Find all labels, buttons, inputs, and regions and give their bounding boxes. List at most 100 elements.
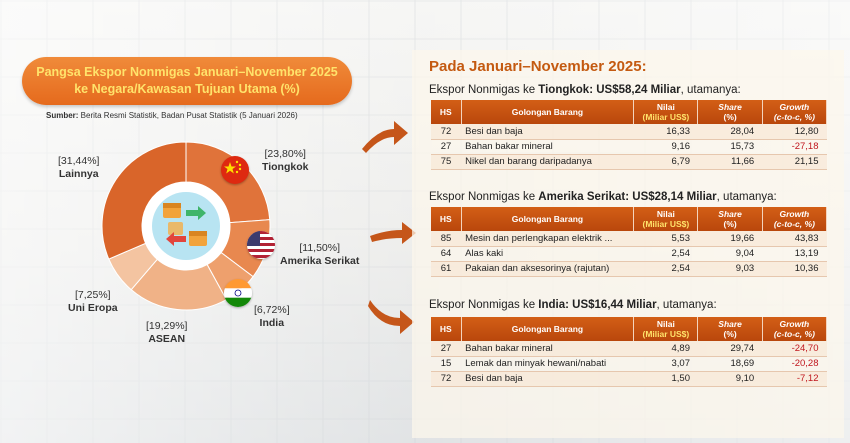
label-tiongkok-pct: [23,80%] bbox=[264, 148, 306, 160]
col-growth: Growth(c-to-c, %) bbox=[762, 317, 828, 341]
section-title-tiongkok: Ekspor Nonmigas ke Tiongkok: US$58,24 Mi… bbox=[429, 84, 741, 96]
cell-value: 6,79 bbox=[633, 154, 698, 170]
cell-hs: 75 bbox=[431, 154, 462, 170]
section-amount: : US$28,14 Miliar bbox=[625, 191, 717, 203]
col-share-label: Share bbox=[718, 209, 742, 219]
section-suffix: , utamanya: bbox=[716, 191, 777, 203]
cell-share: 15,73 bbox=[697, 139, 763, 155]
section-amount: : US$58,24 Miliar bbox=[589, 84, 681, 96]
chart-title-unit: (%) bbox=[280, 82, 300, 96]
source-note: Sumber: Berita Resmi Statistik, Badan Pu… bbox=[46, 111, 298, 120]
label-amerika-serikat-name: Amerika Serikat bbox=[280, 255, 360, 267]
label-asean-pct: [19,29%] bbox=[146, 320, 188, 332]
section-title-amerika-serikat: Ekspor Nonmigas ke Amerika Serikat: US$2… bbox=[429, 191, 777, 203]
col-growth-unit: (c-to-c, %) bbox=[773, 219, 815, 229]
cell-value: 1,50 bbox=[633, 371, 698, 387]
col-growth: Growth(c-to-c, %) bbox=[762, 207, 828, 231]
col-share-unit: (%) bbox=[723, 329, 737, 339]
col-share: Share(%) bbox=[697, 207, 763, 231]
cell-share: 29,74 bbox=[697, 341, 763, 357]
col-share-unit: (%) bbox=[723, 112, 737, 122]
cell-hs: 27 bbox=[431, 139, 462, 155]
section-prefix: Ekspor Nonmigas ke bbox=[429, 84, 539, 96]
col-value: Nilai(Miliar US$) bbox=[633, 100, 699, 124]
cell-growth: -7,12 bbox=[762, 371, 827, 387]
panel-title: Pada Januari–November 2025: bbox=[429, 58, 647, 75]
chart-title-line2: ke Negara/Kawasan Tujuan Utama (%) bbox=[22, 81, 352, 98]
table-amerika-serikat: HS Golongan Barang Nilai(Miliar US$) Sha… bbox=[431, 207, 828, 277]
arrow-tiongkok-icon bbox=[362, 121, 408, 153]
cell-share: 19,66 bbox=[697, 231, 763, 247]
label-india: [6,72%] India bbox=[254, 304, 290, 330]
section-suffix: , utamanya: bbox=[656, 299, 717, 311]
cell-value: 16,33 bbox=[633, 124, 698, 140]
col-value-unit: (Miliar US$) bbox=[642, 329, 690, 339]
arrow-india-icon bbox=[368, 300, 414, 334]
cell-growth: 43,83 bbox=[762, 231, 827, 247]
cell-goods: Pakaian dan aksesorinya (rajutan) bbox=[461, 261, 634, 277]
source-label: Sumber: bbox=[46, 111, 79, 120]
cell-hs: 27 bbox=[431, 341, 462, 357]
label-amerika-serikat: [11,50%] Amerika Serikat bbox=[280, 242, 359, 268]
col-hs: HS bbox=[431, 317, 462, 341]
col-value-unit: (Miliar US$) bbox=[642, 112, 690, 122]
label-tiongkok: [23,80%] Tiongkok bbox=[262, 148, 308, 174]
label-lainnya: [31,44%] Lainnya bbox=[58, 155, 99, 181]
cell-hs: 72 bbox=[431, 371, 462, 387]
table-header: HS Golongan Barang Nilai(Miliar US$) Sha… bbox=[431, 100, 828, 124]
col-value-unit: (Miliar US$) bbox=[642, 219, 690, 229]
col-value-label: Nilai bbox=[656, 319, 675, 329]
section-country: Tiongkok bbox=[538, 84, 590, 96]
col-growth-unit: (c-to-c, %) bbox=[773, 329, 815, 339]
source-text: Berita Resmi Statistik, Badan Pusat Stat… bbox=[78, 111, 298, 120]
cell-goods: Besi dan baja bbox=[461, 124, 634, 140]
chart-title-line1: Pangsa Ekspor Nonmigas Januari–November … bbox=[36, 65, 338, 79]
table-header: HS Golongan Barang Nilai(Miliar US$) Sha… bbox=[431, 317, 828, 341]
col-value-label: Nilai bbox=[656, 209, 675, 219]
col-hs: HS bbox=[431, 100, 462, 124]
table-tiongkok: HS Golongan Barang Nilai(Miliar US$) Sha… bbox=[431, 100, 828, 170]
cell-share: 9,10 bbox=[697, 371, 763, 387]
cell-goods: Bahan bakar mineral bbox=[461, 341, 634, 357]
cell-value: 2,54 bbox=[633, 261, 698, 277]
section-prefix: Ekspor Nonmigas ke bbox=[429, 299, 539, 311]
label-india-pct: [6,72%] bbox=[254, 304, 290, 316]
cell-hs: 72 bbox=[431, 124, 462, 140]
cell-share: 18,69 bbox=[697, 356, 763, 372]
cell-value: 4,89 bbox=[633, 341, 698, 357]
col-growth-unit: (c-to-c, %) bbox=[773, 112, 815, 122]
col-goods: Golongan Barang bbox=[461, 207, 635, 231]
cell-share: 9,04 bbox=[697, 246, 763, 262]
cell-growth: 12,80 bbox=[762, 124, 827, 140]
label-tiongkok-name: Tiongkok bbox=[262, 161, 309, 173]
cell-share: 9,03 bbox=[697, 261, 763, 277]
cell-share: 11,66 bbox=[697, 154, 763, 170]
cell-goods: Lemak dan minyak hewani/nabati bbox=[461, 356, 634, 372]
label-lainnya-name: Lainnya bbox=[58, 168, 99, 180]
label-india-name: India bbox=[259, 317, 285, 329]
label-uni-eropa-name: Uni Eropa bbox=[68, 302, 118, 314]
cell-growth: -24,70 bbox=[762, 341, 827, 357]
label-asean: [19,29%] ASEAN bbox=[146, 320, 187, 346]
col-share-label: Share bbox=[718, 319, 742, 329]
arrow-amerika-serikat-icon bbox=[370, 222, 416, 244]
chart-title-line2-text: ke Negara/Kawasan Tujuan Utama bbox=[74, 82, 281, 96]
col-goods: Golongan Barang bbox=[461, 100, 635, 124]
chart-title-pill: Pangsa Ekspor Nonmigas Januari–November … bbox=[22, 57, 352, 105]
cell-growth: 10,36 bbox=[762, 261, 827, 277]
cell-value: 3,07 bbox=[633, 356, 698, 372]
cell-goods: Mesin dan perlengkapan elektrik ... bbox=[461, 231, 634, 247]
col-share: Share(%) bbox=[697, 317, 763, 341]
label-uni-eropa: [7,25%] Uni Eropa bbox=[68, 289, 118, 315]
col-growth: Growth(c-to-c, %) bbox=[762, 100, 828, 124]
section-country: India bbox=[538, 299, 566, 311]
col-hs: HS bbox=[431, 207, 462, 231]
